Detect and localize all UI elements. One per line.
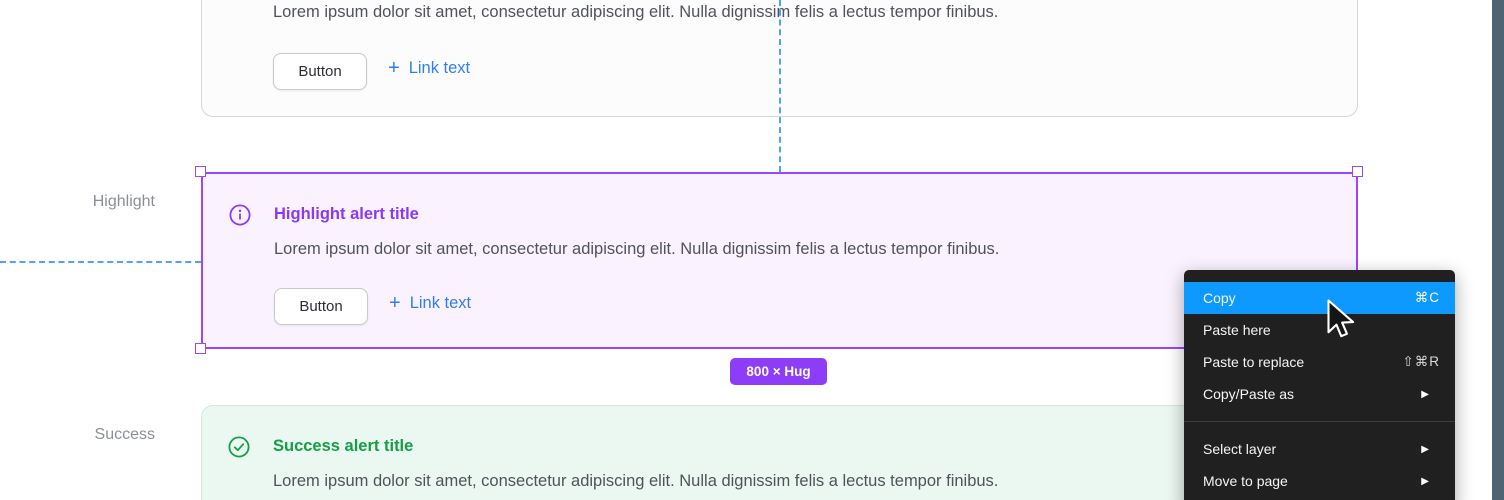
shortcut-paste-to-replace: ⇧⌘R bbox=[1402, 354, 1440, 369]
menu-item-copy[interactable]: Copy ⌘C bbox=[1184, 282, 1455, 314]
info-icon bbox=[229, 204, 251, 226]
alert-title: Success alert title bbox=[273, 437, 414, 455]
selection-handle-top-right[interactable] bbox=[1352, 166, 1363, 177]
menu-item-copy-paste-as[interactable]: Copy/Paste as ▶ bbox=[1184, 378, 1455, 410]
horizontal-guide-line bbox=[0, 261, 201, 263]
alert-title: Highlight alert title bbox=[274, 205, 419, 223]
plus-icon: + bbox=[388, 57, 400, 79]
alert-link[interactable]: + Link text bbox=[389, 293, 471, 313]
link-label: Link text bbox=[409, 293, 472, 312]
alert-button[interactable]: Button bbox=[273, 53, 367, 90]
selection-size-badge: 800 × Hug bbox=[730, 358, 827, 385]
shortcut-copy: ⌘C bbox=[1414, 290, 1440, 305]
alert-body-text: Lorem ipsum dolor sit amet, consectetur … bbox=[273, 3, 999, 21]
link-label: Link text bbox=[408, 58, 471, 77]
selection-handle-bottom-left[interactable] bbox=[195, 343, 206, 354]
alert-body-text: Lorem ipsum dolor sit amet, consectetur … bbox=[274, 240, 1000, 258]
alert-button[interactable]: Button bbox=[274, 288, 368, 325]
menu-separator bbox=[1184, 410, 1455, 433]
submenu-arrow-icon: ▶ bbox=[1421, 443, 1429, 455]
submenu-arrow-icon: ▶ bbox=[1421, 388, 1429, 400]
menu-item-paste-to-replace[interactable]: Paste to replace ⇧⌘R bbox=[1203, 354, 1440, 370]
alert-link[interactable]: + Link text bbox=[388, 58, 470, 78]
canvas-label-highlight: Highlight bbox=[92, 193, 155, 210]
alert-card-highlight[interactable]: Highlight alert title Lorem ipsum dolor … bbox=[201, 172, 1358, 349]
selection-handle-top-left[interactable] bbox=[195, 166, 206, 177]
check-circle-icon bbox=[228, 436, 250, 458]
menu-item-select-layer[interactable]: Select layer ▶ bbox=[1184, 433, 1455, 465]
alert-body-text: Lorem ipsum dolor sit amet, consectetur … bbox=[273, 472, 999, 490]
context-menu: Copy ⌘C Paste here Paste to replace ⇧⌘R … bbox=[1184, 270, 1455, 500]
window-edge-bar bbox=[1492, 0, 1504, 500]
canvas-label-success: Success bbox=[94, 426, 155, 443]
alert-card-success[interactable]: Success alert title Lorem ipsum dolor si… bbox=[201, 405, 1358, 500]
menu-item-paste-here[interactable]: Paste here bbox=[1203, 322, 1271, 338]
submenu-arrow-icon: ▶ bbox=[1421, 475, 1429, 487]
mouse-cursor-icon bbox=[1327, 299, 1357, 346]
vertical-guide-line bbox=[779, 0, 781, 172]
menu-item-move-to-page[interactable]: Move to page ▶ bbox=[1184, 465, 1455, 497]
plus-icon: + bbox=[389, 292, 401, 314]
